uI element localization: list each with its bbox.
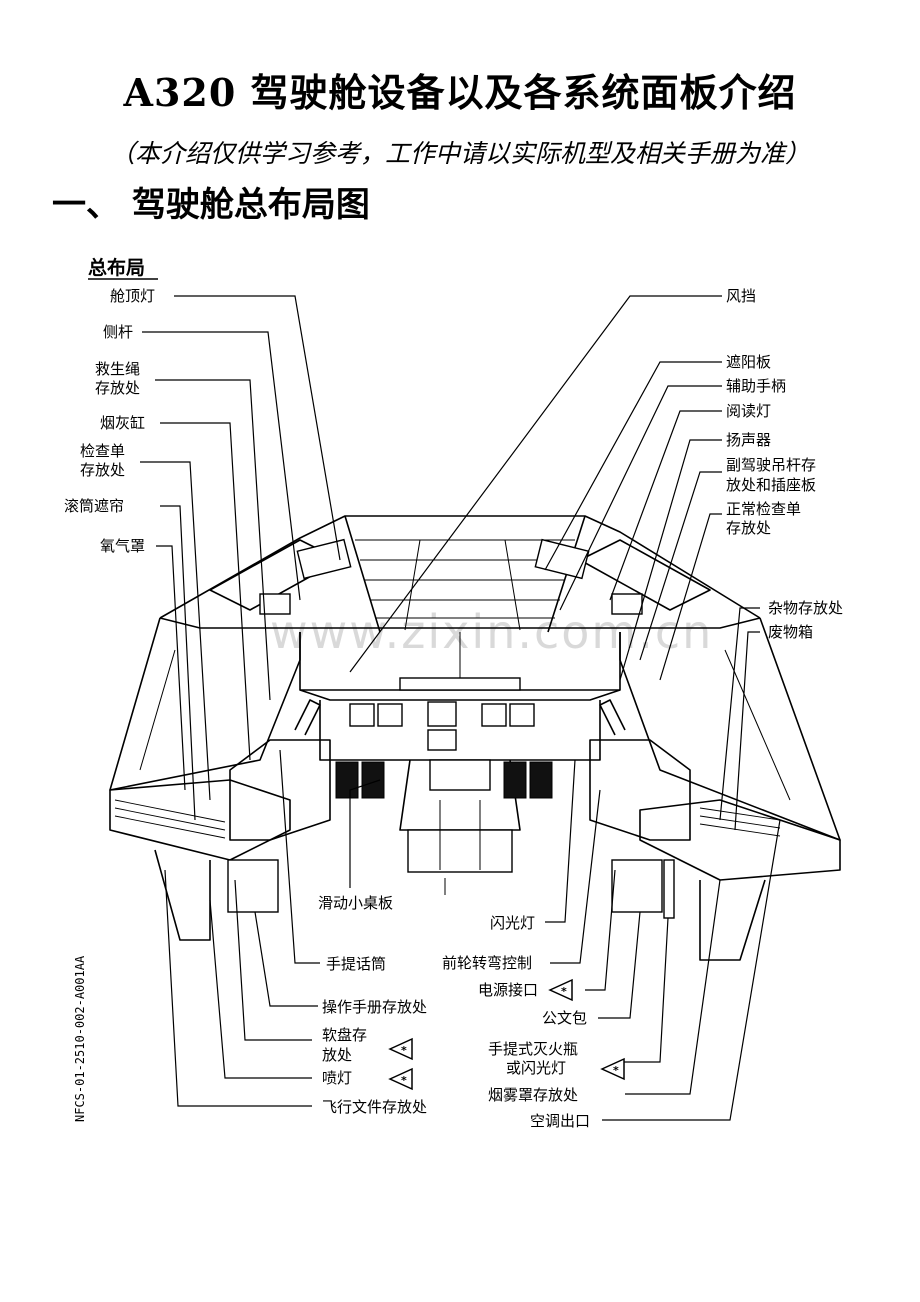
right-sidestick <box>599 699 626 736</box>
right-briefcase-box <box>611 859 663 913</box>
label-disk-stowage-2: 放处 <box>322 1046 352 1064</box>
label-power-outlet: 电源接口 <box>478 981 538 999</box>
label-disk-stowage-1: 软盘存 <box>322 1026 367 1044</box>
pedestal-lower <box>407 829 513 873</box>
glare-shield-top <box>159 617 761 629</box>
right-lower-panel <box>699 879 766 961</box>
cockpit-drawing <box>109 515 841 961</box>
left-pedal-1 <box>335 761 359 799</box>
label-escape-rope-2: 存放处 <box>95 379 140 397</box>
thrust-levers <box>429 759 491 791</box>
glareshield <box>299 689 621 701</box>
label-smoke-hood: 烟雾罩存放处 <box>488 1086 578 1104</box>
left-pedal-2 <box>361 761 385 799</box>
left-display-1 <box>349 703 375 727</box>
left-reading-light <box>259 593 291 615</box>
label-nosewheel-steering: 前轮转弯控制 <box>442 954 532 972</box>
overhead-panel-divisions <box>404 539 521 631</box>
label-normal-checklist-1: 正常检查单 <box>726 500 801 518</box>
window-frames <box>139 649 791 801</box>
label-flashlight: 闪光灯 <box>490 914 535 932</box>
leader-lines <box>140 295 781 1121</box>
label-air-outlet: 空调出口 <box>530 1112 590 1130</box>
label-handset: 手提话筒 <box>326 955 386 973</box>
label-assist-handle: 辅助手柄 <box>726 377 786 395</box>
label-sun-visor: 遮阳板 <box>726 353 771 371</box>
label-normal-checklist-2: 存放处 <box>726 519 771 537</box>
figure-code: NFCS-01-2510-002-A001AA <box>73 955 87 1122</box>
right-pedal-2 <box>529 761 553 799</box>
svg-text:*: * <box>613 1064 619 1077</box>
right-side-ledge <box>639 799 841 881</box>
left-console <box>229 739 331 841</box>
label-ashtray: 烟灰缸 <box>100 414 145 432</box>
label-oxygen-mask: 氧气罩 <box>100 537 145 555</box>
star-triangle-icon: * <box>548 978 573 1002</box>
label-waste-bin: 废物箱 <box>768 623 813 641</box>
label-roller-blind: 滚筒遮帘 <box>64 497 124 515</box>
page-subtitle: （本介绍仅供学习参考，工作中请以实际机型及相关手册为准） <box>109 139 810 168</box>
label-fo-boom-1: 副驾驶吊杆存 <box>726 456 816 474</box>
label-checklist-2: 存放处 <box>80 461 125 479</box>
right-pedal-1 <box>503 761 527 799</box>
right-sunvisor <box>534 538 590 580</box>
svg-text:*: * <box>401 1044 407 1057</box>
star-triangle-icon: * <box>388 1067 413 1091</box>
label-briefcase: 公文包 <box>542 1009 587 1027</box>
left-side-ledge <box>109 779 291 861</box>
left-air-outlet <box>114 799 226 839</box>
left-lower-panel <box>154 849 211 941</box>
right-reading-light <box>611 593 643 615</box>
fire-extinguisher <box>663 859 675 919</box>
label-loudspeaker: 扬声器 <box>726 431 771 449</box>
svg-text:*: * <box>561 985 567 998</box>
section-heading: 一、 驾驶舱总布局图 <box>52 185 370 225</box>
label-fo-boom-2: 放处和插座板 <box>726 476 816 494</box>
right-air-outlet <box>699 807 781 837</box>
label-sliding-table: 滑动小桌板 <box>318 894 393 912</box>
label-escape-rope-1: 救生绳 <box>95 360 140 378</box>
left-display-2 <box>377 703 403 727</box>
right-display-1 <box>481 703 507 727</box>
label-sidestick: 侧杆 <box>103 323 133 341</box>
label-flight-docs: 飞行文件存放处 <box>322 1098 427 1116</box>
left-manual-stowage <box>227 859 279 913</box>
label-torch: 喷灯 <box>322 1069 352 1087</box>
label-checklist-1: 检查单 <box>80 442 125 460</box>
label-windshield: 风挡 <box>726 287 756 305</box>
left-sidestick <box>294 699 321 736</box>
label-manual-stowage: 操作手册存放处 <box>322 998 427 1016</box>
page-title: A320 驾驶舱设备以及各系统面板介绍 <box>123 70 797 115</box>
label-dome-light: 舱顶灯 <box>110 287 155 305</box>
label-stowage: 杂物存放处 <box>768 599 843 617</box>
center-display-1 <box>427 701 457 727</box>
fcu-panel <box>399 677 521 691</box>
star-triangle-icon: * <box>388 1037 413 1061</box>
label-fire-extinguisher-1: 手提式灭火瓶 <box>488 1040 578 1058</box>
left-sunvisor <box>296 538 352 580</box>
pedestal-details <box>439 800 481 895</box>
watermark: www.zixin.com.cn <box>270 605 713 659</box>
label-reading-light: 阅读灯 <box>726 402 771 420</box>
figure-heading: 总布局 <box>88 256 145 279</box>
right-console <box>589 739 691 841</box>
center-display-2 <box>427 729 457 751</box>
star-triangle-icon: * <box>600 1057 625 1081</box>
right-display-2 <box>509 703 535 727</box>
label-fire-extinguisher-2: 或闪光灯 <box>506 1059 566 1077</box>
svg-text:*: * <box>401 1074 407 1087</box>
canopy-outline <box>159 515 761 619</box>
